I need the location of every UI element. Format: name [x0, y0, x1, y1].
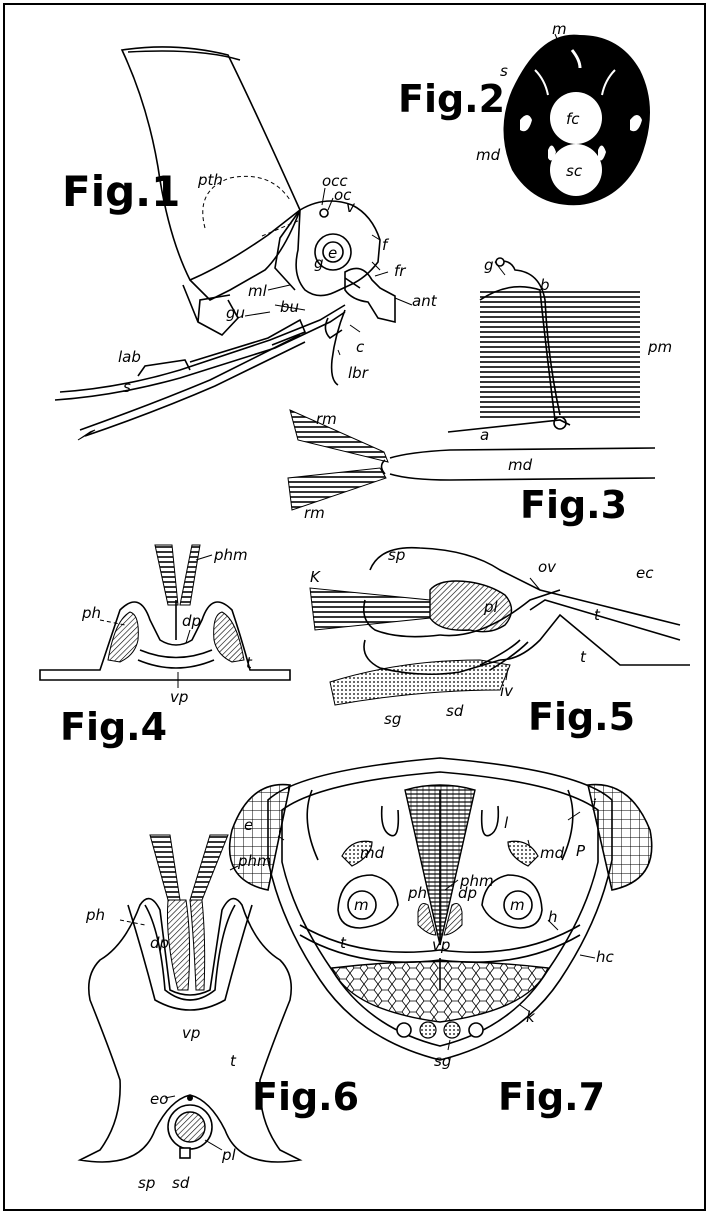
figure-2: Fig.2 s m fc sc md [398, 20, 650, 205]
fig4-title: Fig.4 [60, 705, 167, 749]
fig7-label-k: k [526, 1008, 536, 1026]
fig7-label-ph: ph [407, 884, 427, 902]
fig5-label-ec: ec [636, 564, 654, 582]
fig5-title: Fig.5 [528, 695, 635, 739]
fig3-label-rm2: rm [304, 504, 325, 522]
fig7-label-md1: md [360, 844, 385, 862]
fig1-label-g: g [314, 254, 324, 272]
fig1-label-f: f [382, 236, 390, 254]
fig7-label-l: l [504, 814, 509, 832]
fig1-label-ml: ml [248, 282, 268, 300]
figure-4: Fig.4 phm ph dp t vp [40, 545, 290, 749]
fig4-label-dp: dp [182, 612, 201, 630]
fig5-label-sd: sd [446, 702, 464, 720]
fig1-label-lbr: lbr [348, 364, 369, 382]
fig7-label-m2: m [510, 896, 525, 914]
fig6-label-sp: sp [138, 1174, 155, 1192]
fig5-label-ov: ov [538, 558, 557, 576]
fig6-title: Fig.6 [252, 1075, 359, 1119]
fig1-label-s: s [123, 378, 131, 396]
fig1-label-ant: ant [412, 292, 438, 310]
fig7-label-P: P [576, 842, 586, 860]
fig5-label-pl: pl [483, 598, 499, 616]
fig3-label-g: g [484, 256, 494, 274]
fig1-label-lab: lab [118, 348, 141, 366]
fig5-label-iv: iv [500, 682, 514, 700]
fig7-label-hc: hc [596, 948, 615, 966]
fig5-label-sg: sg [384, 710, 401, 728]
fig2-label-fc: fc [566, 110, 580, 128]
fig2-label-sc: sc [566, 162, 583, 180]
fig3-label-pm: pm [647, 338, 672, 356]
fig7-label-dp: dp [458, 884, 477, 902]
fig6-label-t: t [230, 1052, 237, 1070]
figure-5: Fig.5 sp ov ec K pl t t iv sg sd [310, 546, 690, 739]
fig3-label-md: md [508, 456, 533, 474]
fig5-label-sp: sp [388, 546, 405, 564]
fig3-label-rm1: rm [316, 410, 337, 428]
figure-3: Fig.3 g b pm rm a md rm [288, 256, 672, 527]
fig4-label-phm: phm [213, 546, 248, 564]
fig1-label-e: e [328, 244, 337, 262]
fig3-label-a: a [480, 426, 489, 444]
figure-6: Fig.6 phm ph dp vp t eo sp sd pl [80, 835, 359, 1192]
fig1-label-gu: gu [226, 304, 245, 322]
fig5-label-t1: t [594, 606, 601, 624]
fig1-title: Fig.1 [62, 167, 180, 216]
fig6-label-eo: eo [150, 1090, 168, 1108]
fig5-label-t2: t [580, 648, 587, 666]
fig2-label-m: m [552, 20, 567, 38]
fig6-label-pl: pl [221, 1146, 237, 1164]
fig7-label-m1: m [354, 896, 369, 914]
fig1-label-c: c [356, 338, 365, 356]
fig1-label-pth: pth [197, 171, 223, 189]
fig7-label-t: t [340, 934, 347, 952]
fig4-label-ph: ph [81, 604, 101, 622]
fig1-label-v: v [346, 198, 356, 216]
fig1-label-bu: bu [280, 298, 299, 316]
fig6-label-dp: dp [150, 934, 169, 952]
fig7-label-md2: md [540, 844, 565, 862]
fig5-label-K: K [310, 568, 321, 586]
fig3-title: Fig.3 [520, 483, 627, 527]
fig2-title: Fig.2 [398, 77, 505, 121]
fig1-label-fr: fr [394, 262, 406, 280]
fig7-label-e: e [244, 816, 253, 834]
fig3-label-b: b [540, 276, 550, 294]
fig7-title: Fig.7 [498, 1075, 605, 1119]
fig6-label-sd: sd [172, 1174, 190, 1192]
fig6-label-ph: ph [85, 906, 105, 924]
fig7-label-h: h [548, 908, 558, 926]
fig7-label-vp: vp [432, 936, 450, 954]
fig4-label-vp: vp [170, 688, 188, 706]
figure-1: Fig.1 pth occ oc v g e f fr ant ml bu gu… [55, 47, 438, 440]
fig2-label-s: s [500, 62, 508, 80]
figure-7: Fig.7 e l i phm md md P m m ph dp vp h h… [230, 758, 652, 1119]
fig6-label-vp: vp [182, 1024, 200, 1042]
fig2-label-md: md [476, 146, 501, 164]
fig7-label-sg: sg [434, 1052, 451, 1070]
